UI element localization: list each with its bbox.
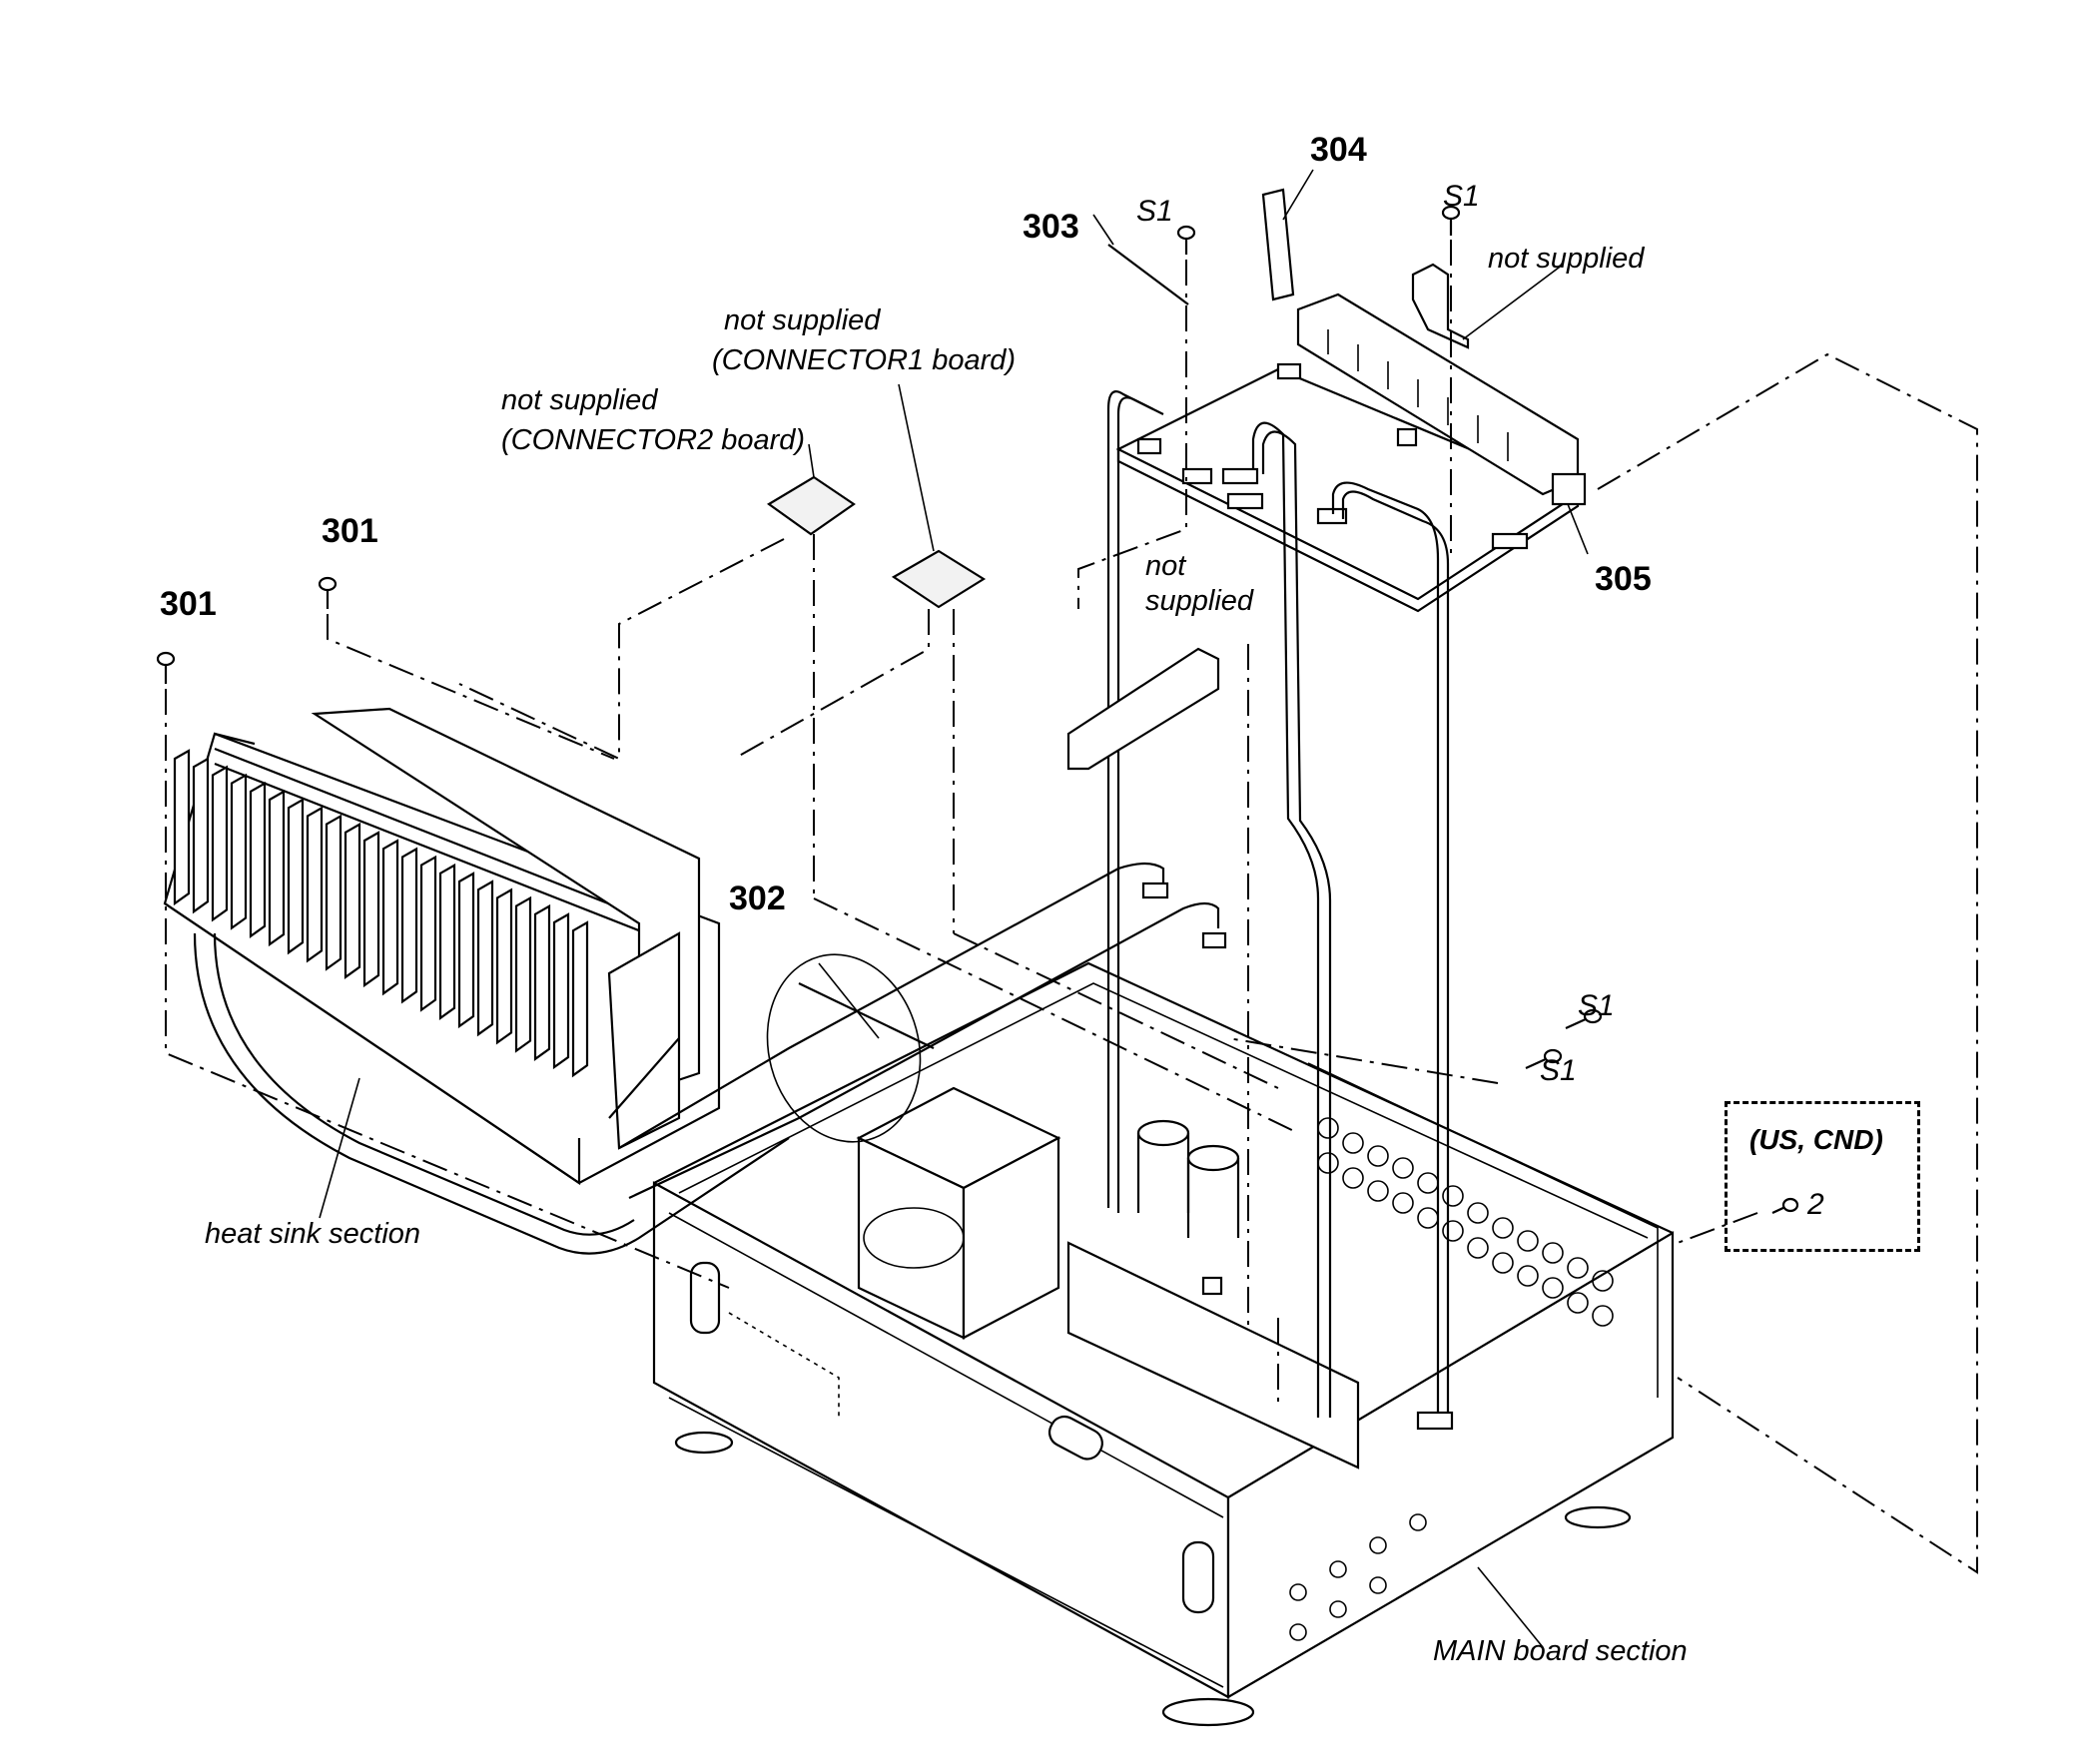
part-304-label: 304 bbox=[1310, 131, 1367, 169]
heat-sink-fin bbox=[211, 765, 229, 922]
main-chassis bbox=[652, 961, 1675, 1727]
heat-sink-fin bbox=[344, 822, 361, 979]
heat-sink-fin bbox=[514, 895, 532, 1053]
heat-sink-fin bbox=[495, 887, 513, 1045]
part-301-label-right: 301 bbox=[322, 512, 378, 550]
heat-sink-section-label: heat sink section bbox=[205, 1218, 421, 1250]
heat-sink-fin bbox=[362, 831, 380, 988]
heat-sink-fin bbox=[552, 912, 570, 1070]
heat-sink-fin bbox=[400, 847, 418, 1004]
connector2-board bbox=[766, 475, 856, 536]
note-connector2-board: (CONNECTOR2 board) bbox=[501, 424, 806, 456]
part-303-label: 303 bbox=[1023, 208, 1079, 246]
connector1-board bbox=[891, 549, 987, 609]
note-not-supplied-bracket-2: supplied bbox=[1145, 585, 1254, 617]
heat-sink-fin bbox=[419, 855, 437, 1012]
screw-code-s1-top-right: S1 bbox=[1443, 180, 1480, 213]
part-305-label: 305 bbox=[1595, 560, 1652, 598]
leader-lines bbox=[319, 169, 1589, 1648]
heat-sink-fin bbox=[173, 749, 191, 906]
heat-sink-fin bbox=[571, 920, 589, 1078]
bracket-not-supplied bbox=[1066, 647, 1220, 771]
part-302-label: 302 bbox=[729, 880, 786, 917]
note-connector1-board: (CONNECTOR1 board) bbox=[712, 344, 1017, 376]
heat-sink-fin bbox=[476, 880, 494, 1037]
screw-code-s1-top-left: S1 bbox=[1136, 195, 1173, 228]
screw-code-s1-side-upper: S1 bbox=[1578, 989, 1615, 1022]
heat-sink-fin bbox=[287, 798, 305, 955]
heat-sink-fin bbox=[381, 839, 399, 996]
screw-code-s1-side-lower: S1 bbox=[1540, 1054, 1577, 1087]
note-not-supplied-connector2: not supplied bbox=[501, 384, 658, 416]
main-board-section-label: MAIN board section bbox=[1433, 1635, 1688, 1667]
heat-sink-fin bbox=[306, 806, 324, 963]
region-option-box bbox=[1725, 1101, 1920, 1252]
heat-sink-fin bbox=[230, 773, 248, 930]
heat-sink-fin bbox=[268, 790, 286, 947]
note-not-supplied-bracket-1: not bbox=[1145, 550, 1186, 582]
heat-sink-fin bbox=[457, 872, 475, 1029]
region-option-label: (US, CND) bbox=[1749, 1124, 1883, 1155]
cable-harness bbox=[618, 188, 1454, 1431]
alignment-lines bbox=[165, 240, 1978, 1574]
heat-sink-fin bbox=[438, 863, 456, 1020]
upper-board-305 bbox=[1115, 263, 1587, 613]
note-not-supplied-top-right: not supplied bbox=[1488, 243, 1645, 275]
screw-code-option: 2 bbox=[1807, 1188, 1824, 1221]
heat-sink-fin bbox=[325, 814, 343, 971]
note-not-supplied-connector1: not supplied bbox=[724, 304, 881, 336]
heat-sink-fin bbox=[533, 903, 551, 1061]
heat-sink-fin bbox=[192, 757, 210, 914]
heat-sink-fins bbox=[173, 749, 589, 1078]
screws bbox=[156, 205, 1799, 1214]
part-301-label-left: 301 bbox=[160, 585, 217, 623]
heat-sink-fin bbox=[249, 781, 267, 938]
